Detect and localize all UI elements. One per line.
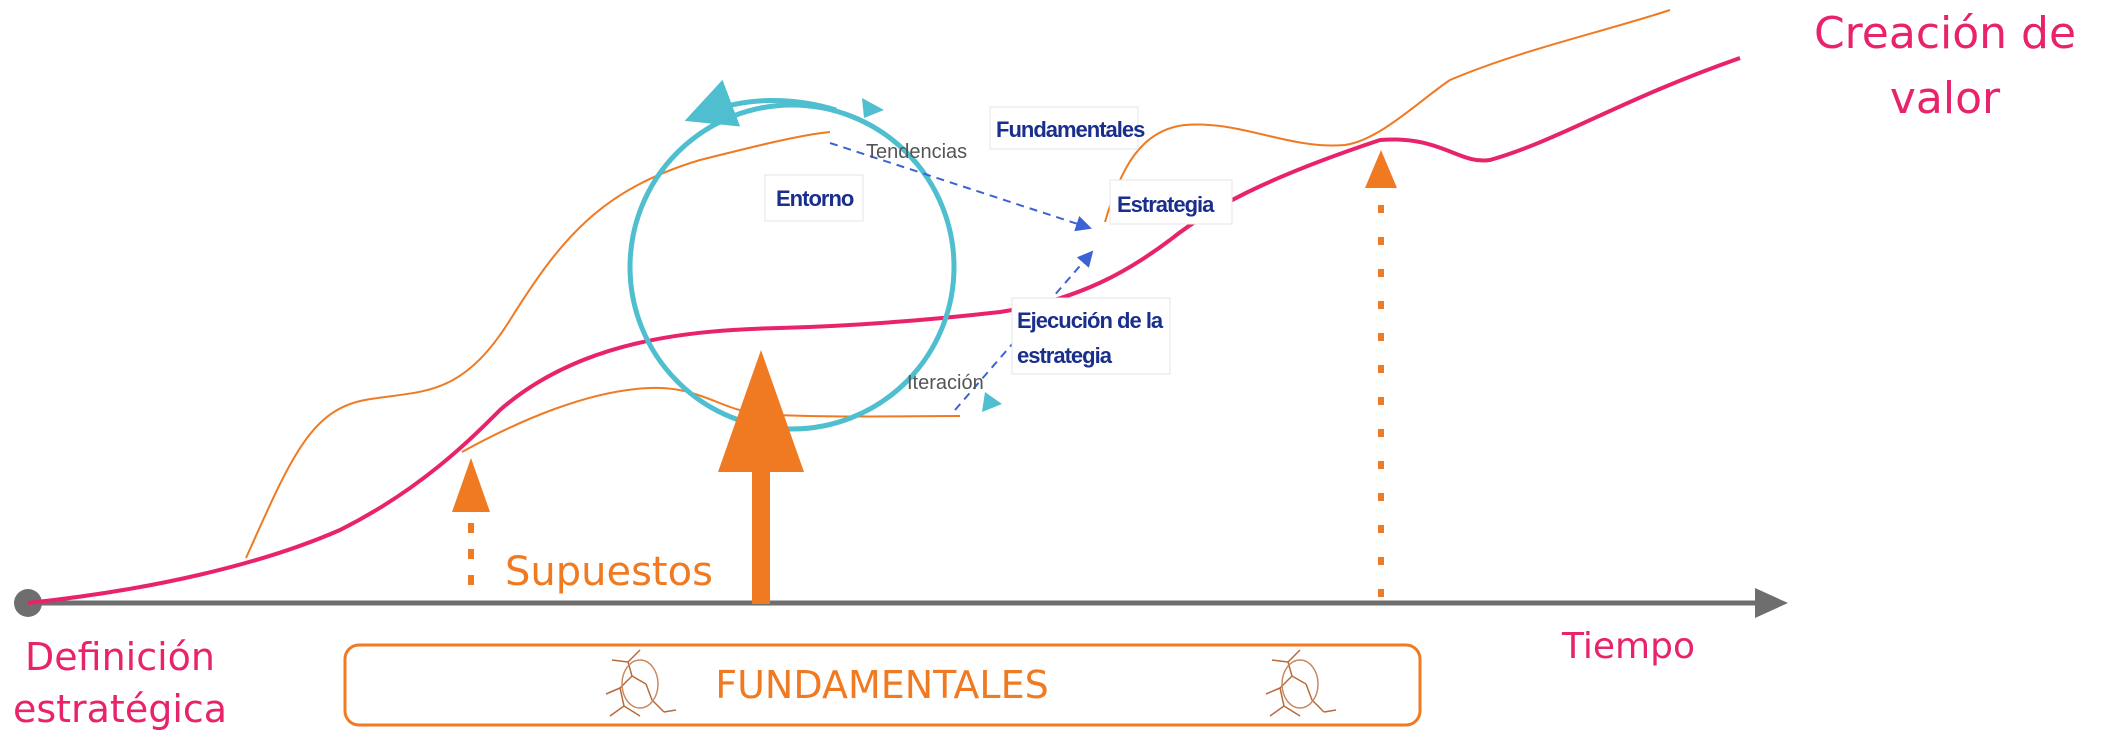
foundations-label: FUNDAMENTALES (715, 663, 1048, 707)
environment-box (764, 174, 864, 222)
cracked-wall-icon (605, 649, 677, 717)
fundamentals-label: Fundamentales (996, 117, 1145, 142)
cracked-wall-icon (1265, 649, 1337, 717)
cycle-arrowhead-bottom (982, 392, 1002, 412)
origin-label-line1: Definición (25, 635, 215, 679)
cycle-arrow-top (684, 79, 837, 127)
assumption-arrowhead-left (452, 458, 490, 512)
value-creation-curve (27, 56, 1741, 605)
foundation-arrowhead (718, 350, 804, 472)
foundations-box (343, 643, 1422, 727)
strategy-box (1109, 179, 1233, 225)
assumption-curve-lower (461, 386, 961, 453)
assumption-curve-middle (1104, 9, 1671, 223)
assumptions-label: Supuestos (505, 549, 713, 595)
assumption-curves (245, 9, 1671, 559)
assumption-arrowhead-right (1365, 150, 1397, 188)
environment-label: Entorno (776, 186, 854, 211)
execution-label-line2: estrategia (1017, 343, 1113, 368)
fundamentals-box (989, 106, 1139, 150)
strategy-label: Estrategia (1117, 192, 1215, 217)
execution-box (1011, 297, 1171, 375)
iteration-label: Iteración (907, 372, 984, 394)
cycle-ring (627, 102, 957, 432)
value-creation-label-line1: Creación de (1814, 8, 2076, 59)
trends-arrow (829, 142, 1092, 232)
foundation-arrow-shaft (752, 468, 770, 604)
value-creation-label-line2: valor (1890, 73, 2001, 124)
time-axis-arrowhead (1755, 588, 1788, 618)
execution-label-line1: Ejecución de la (1017, 308, 1164, 333)
time-axis-label: Tiempo (1561, 626, 1695, 667)
assumption-curve-upper (245, 131, 831, 559)
cycle-arrowhead-top (862, 98, 884, 118)
origin-label-line2: estratégica (13, 687, 227, 731)
trends-label: Tendencias (866, 141, 967, 163)
